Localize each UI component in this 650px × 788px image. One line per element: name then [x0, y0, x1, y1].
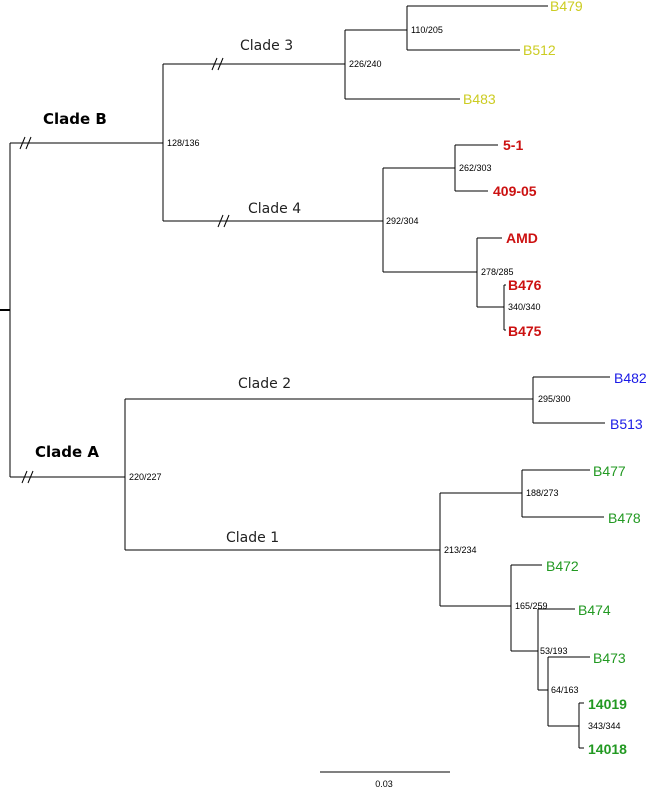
clade-1-label: Clade 1: [226, 530, 279, 546]
support-b479-b512: 110/205: [411, 25, 443, 35]
support-b476-b475: 340/340: [508, 302, 541, 312]
tip-5-1: 5-1: [503, 137, 523, 153]
tip-b513: B513: [610, 416, 643, 432]
tip-14019: 14019: [588, 696, 627, 712]
support-b472-group: 165/259: [515, 601, 548, 611]
tip-amd: AMD: [506, 230, 538, 246]
tip-b477: B477: [593, 463, 626, 479]
tip-b473: B473: [593, 650, 626, 666]
scale-bar-label: 0.03: [375, 779, 393, 788]
tip-b478: B478: [608, 510, 641, 526]
clade-3-break-mark: [211, 57, 218, 71]
support-clade-1: 213/234: [444, 545, 477, 555]
tip-b474: B474: [578, 602, 611, 618]
tip-b472: B472: [546, 558, 579, 574]
clade-4-break-mark: [217, 214, 224, 228]
tip-14018: 14018: [588, 741, 627, 757]
clade-b-break-mark: [25, 136, 32, 150]
tip-b512: B512: [523, 42, 556, 58]
support-amd-group: 278/285: [481, 267, 514, 277]
support-b473-group: 64/163: [551, 685, 579, 695]
support-clade-b: 128/136: [167, 138, 200, 148]
clade-b-break-mark: [19, 136, 26, 150]
support-clade-3: 226/240: [349, 59, 382, 69]
clade-a-break-mark: [27, 470, 34, 484]
clade-a-break-mark: [21, 470, 28, 484]
clade-4-break-mark: [223, 214, 230, 228]
support-clade-a: 220/227: [129, 472, 162, 482]
clade-3-label: Clade 3: [240, 38, 293, 54]
support-n51-409: 262/303: [459, 163, 492, 173]
tip-b482: B482: [614, 370, 647, 386]
support-clade-4: 292/304: [386, 216, 419, 226]
tip-b479: B479: [550, 0, 583, 14]
clade-b-label: Clade B: [43, 110, 107, 128]
support-b477-b478: 188/273: [526, 488, 559, 498]
clade-2-label: Clade 2: [238, 376, 291, 392]
support-clade-2: 295/300: [538, 394, 571, 404]
tip-409-05: 409-05: [493, 183, 537, 199]
tip-b475: B475: [508, 323, 542, 339]
clade-a-label: Clade A: [35, 443, 99, 461]
clade-4-label: Clade 4: [248, 201, 301, 217]
tip-b483: B483: [463, 91, 496, 107]
support-b474-group: 53/193: [540, 646, 568, 656]
tip-b476: B476: [508, 277, 542, 293]
support-n14019-14018: 343/344: [588, 721, 621, 731]
clade-3-break-mark: [217, 57, 224, 71]
